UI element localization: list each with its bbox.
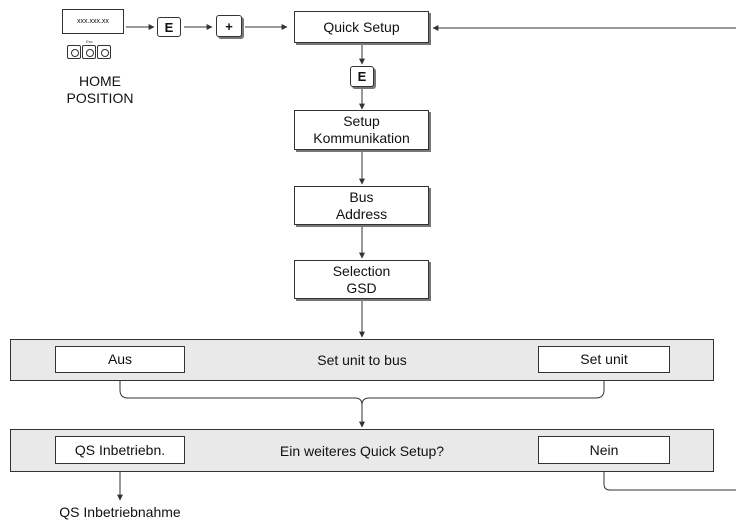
- aus-label: Aus: [107, 351, 133, 368]
- plus-key-icon-large: +: [216, 15, 242, 37]
- nein-label: Nein: [589, 441, 619, 458]
- selection-gsd-line2: GSD: [346, 279, 377, 296]
- home-position-label: HOME POSITION: [66, 73, 134, 106]
- bus-address-line2: Address: [335, 205, 388, 222]
- setup-kommunikation-line2: Kommunikation: [313, 130, 410, 146]
- qs-inbetriebnahme-label: QS Inbetriebnahme: [59, 504, 181, 520]
- esc-label: Esc: [86, 39, 93, 44]
- setup-kommunikation-line1: Setup: [343, 113, 380, 130]
- set-unit-box: Set unit: [538, 346, 670, 373]
- enter-key-icon: [97, 45, 111, 59]
- quick-setup-box: Quick Setup: [294, 11, 429, 43]
- setup-kommunikation-box: Setup Kommunikation: [294, 110, 429, 150]
- quick-setup-label: Quick Setup: [323, 18, 400, 35]
- e-key-icon-flow: E: [350, 66, 374, 87]
- bus-address-line1: Bus: [349, 188, 374, 205]
- qs-inbetriebn-box: QS Inbetriebn.: [55, 436, 185, 464]
- set-unit-label: Set unit: [580, 351, 628, 368]
- e-key-icon: E: [157, 17, 181, 37]
- aus-box: Aus: [55, 346, 185, 373]
- nein-box: Nein: [538, 436, 670, 464]
- selection-gsd-box: Selection GSD: [294, 260, 429, 299]
- set-unit-to-bus-label: Set unit to bus: [317, 352, 407, 368]
- qs-inbetriebn-label: QS Inbetriebn.: [74, 441, 166, 458]
- home-display: xxx.xxx.xx: [62, 9, 124, 34]
- minus-key-icon: [67, 45, 81, 59]
- home-display-text: xxx.xxx.xx: [77, 18, 109, 25]
- return-line-nein: [603, 466, 736, 491]
- bus-address-box: Bus Address: [294, 186, 429, 225]
- selection-gsd-line1: Selection: [332, 262, 391, 279]
- ein-weiteres-quick-setup-label: Ein weiteres Quick Setup?: [279, 443, 445, 459]
- plus-key-icon: [82, 45, 96, 59]
